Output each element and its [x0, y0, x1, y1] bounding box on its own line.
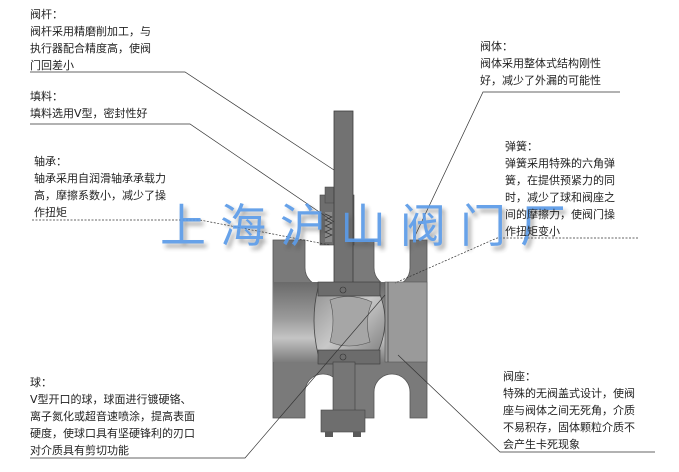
- callout-body: 阀体： 阀体采用整体式结构刚性 好，减少了外漏的可能性: [480, 38, 601, 89]
- callout-spring-line: 间的摩擦力，使阀门操: [505, 208, 615, 221]
- callout-ball-line: 硬度，使球口具有坚硬锋利的刃口: [30, 427, 195, 440]
- callout-seat-line: 不易积存，固体颗粒介质不: [503, 421, 635, 434]
- callout-ball-line: 离子氮化或超音速喷涂，提高表面: [30, 410, 195, 423]
- callout-ball: 球： V型开口的球，球面进行镀硬铬、 离子氮化或超音速喷涂，提高表面 硬度，使球…: [30, 374, 195, 459]
- callout-seat-line: 座与阀体之间无死角，介质: [503, 404, 635, 417]
- callout-seat-title: 阀座：: [503, 370, 536, 383]
- callout-bearing-title: 轴承：: [34, 155, 67, 168]
- callout-spring-line: 弹簧采用特殊的六角弹: [505, 157, 615, 170]
- callout-ball-title: 球：: [30, 376, 52, 389]
- callout-stem-line: 执行器配合精度高，使阀: [30, 42, 151, 55]
- callout-spring-line: 作扭矩变小: [505, 225, 560, 238]
- callout-body-title: 阀体：: [480, 40, 513, 53]
- callout-stem-title: 阀杆：: [30, 8, 63, 21]
- callout-spring-title: 弹簧：: [505, 140, 538, 153]
- callout-spring-line: 时，减少了球和阀座之: [505, 191, 615, 204]
- callout-bearing-line: 高，摩擦系数小，减少了操: [34, 189, 166, 202]
- callout-spring: 弹簧： 弹簧采用特殊的六角弹 簧，在提供预紧力的同 时，减少了球和阀座之 间的摩…: [505, 138, 615, 240]
- callout-spring-line: 簧，在提供预紧力的同: [505, 174, 615, 187]
- callout-bearing-line: 轴承采用自润滑轴承承载力: [34, 172, 166, 185]
- callout-stem-line: 阀杆采用精磨削加工，与: [30, 25, 151, 38]
- watermark-text: 上海沪山阀门厂: [160, 199, 580, 253]
- callout-packing: 填料： 填料选用V型，密封性好: [30, 88, 148, 122]
- callout-packing-line: 填料选用V型，密封性好: [30, 107, 148, 120]
- callout-body-line: 好，减少了外漏的可能性: [480, 74, 601, 87]
- v-ball: [313, 281, 386, 365]
- callout-ball-line: V型开口的球，球面进行镀硬铬、: [30, 393, 192, 406]
- callout-seat: 阀座： 特殊的无阀盖式设计，使阀 座与阀体之间无死角，介质 不易积存，固体颗粒介…: [503, 368, 635, 453]
- callout-seat-line: 特殊的无阀盖式设计，使阀: [503, 387, 635, 400]
- callout-packing-title: 填料：: [30, 90, 63, 103]
- leader-lines: [30, 71, 655, 459]
- callout-seat-line: 会产生卡死现象: [503, 438, 580, 451]
- bottom-cap: [320, 361, 366, 437]
- callout-bearing: 轴承： 轴承采用自润滑轴承承载力 高，摩擦系数小，减少了操 作扭矩: [34, 153, 166, 221]
- callout-body-line: 阀体采用整体式结构刚性: [480, 57, 601, 70]
- callout-ball-line: 对介质具有剪切功能: [30, 444, 129, 457]
- callout-stem-line: 门回差小: [30, 59, 74, 72]
- callout-bearing-line: 作扭矩: [34, 206, 67, 219]
- callout-stem: 阀杆： 阀杆采用精磨削加工，与 执行器配合精度高，使阀 门回差小: [30, 6, 151, 74]
